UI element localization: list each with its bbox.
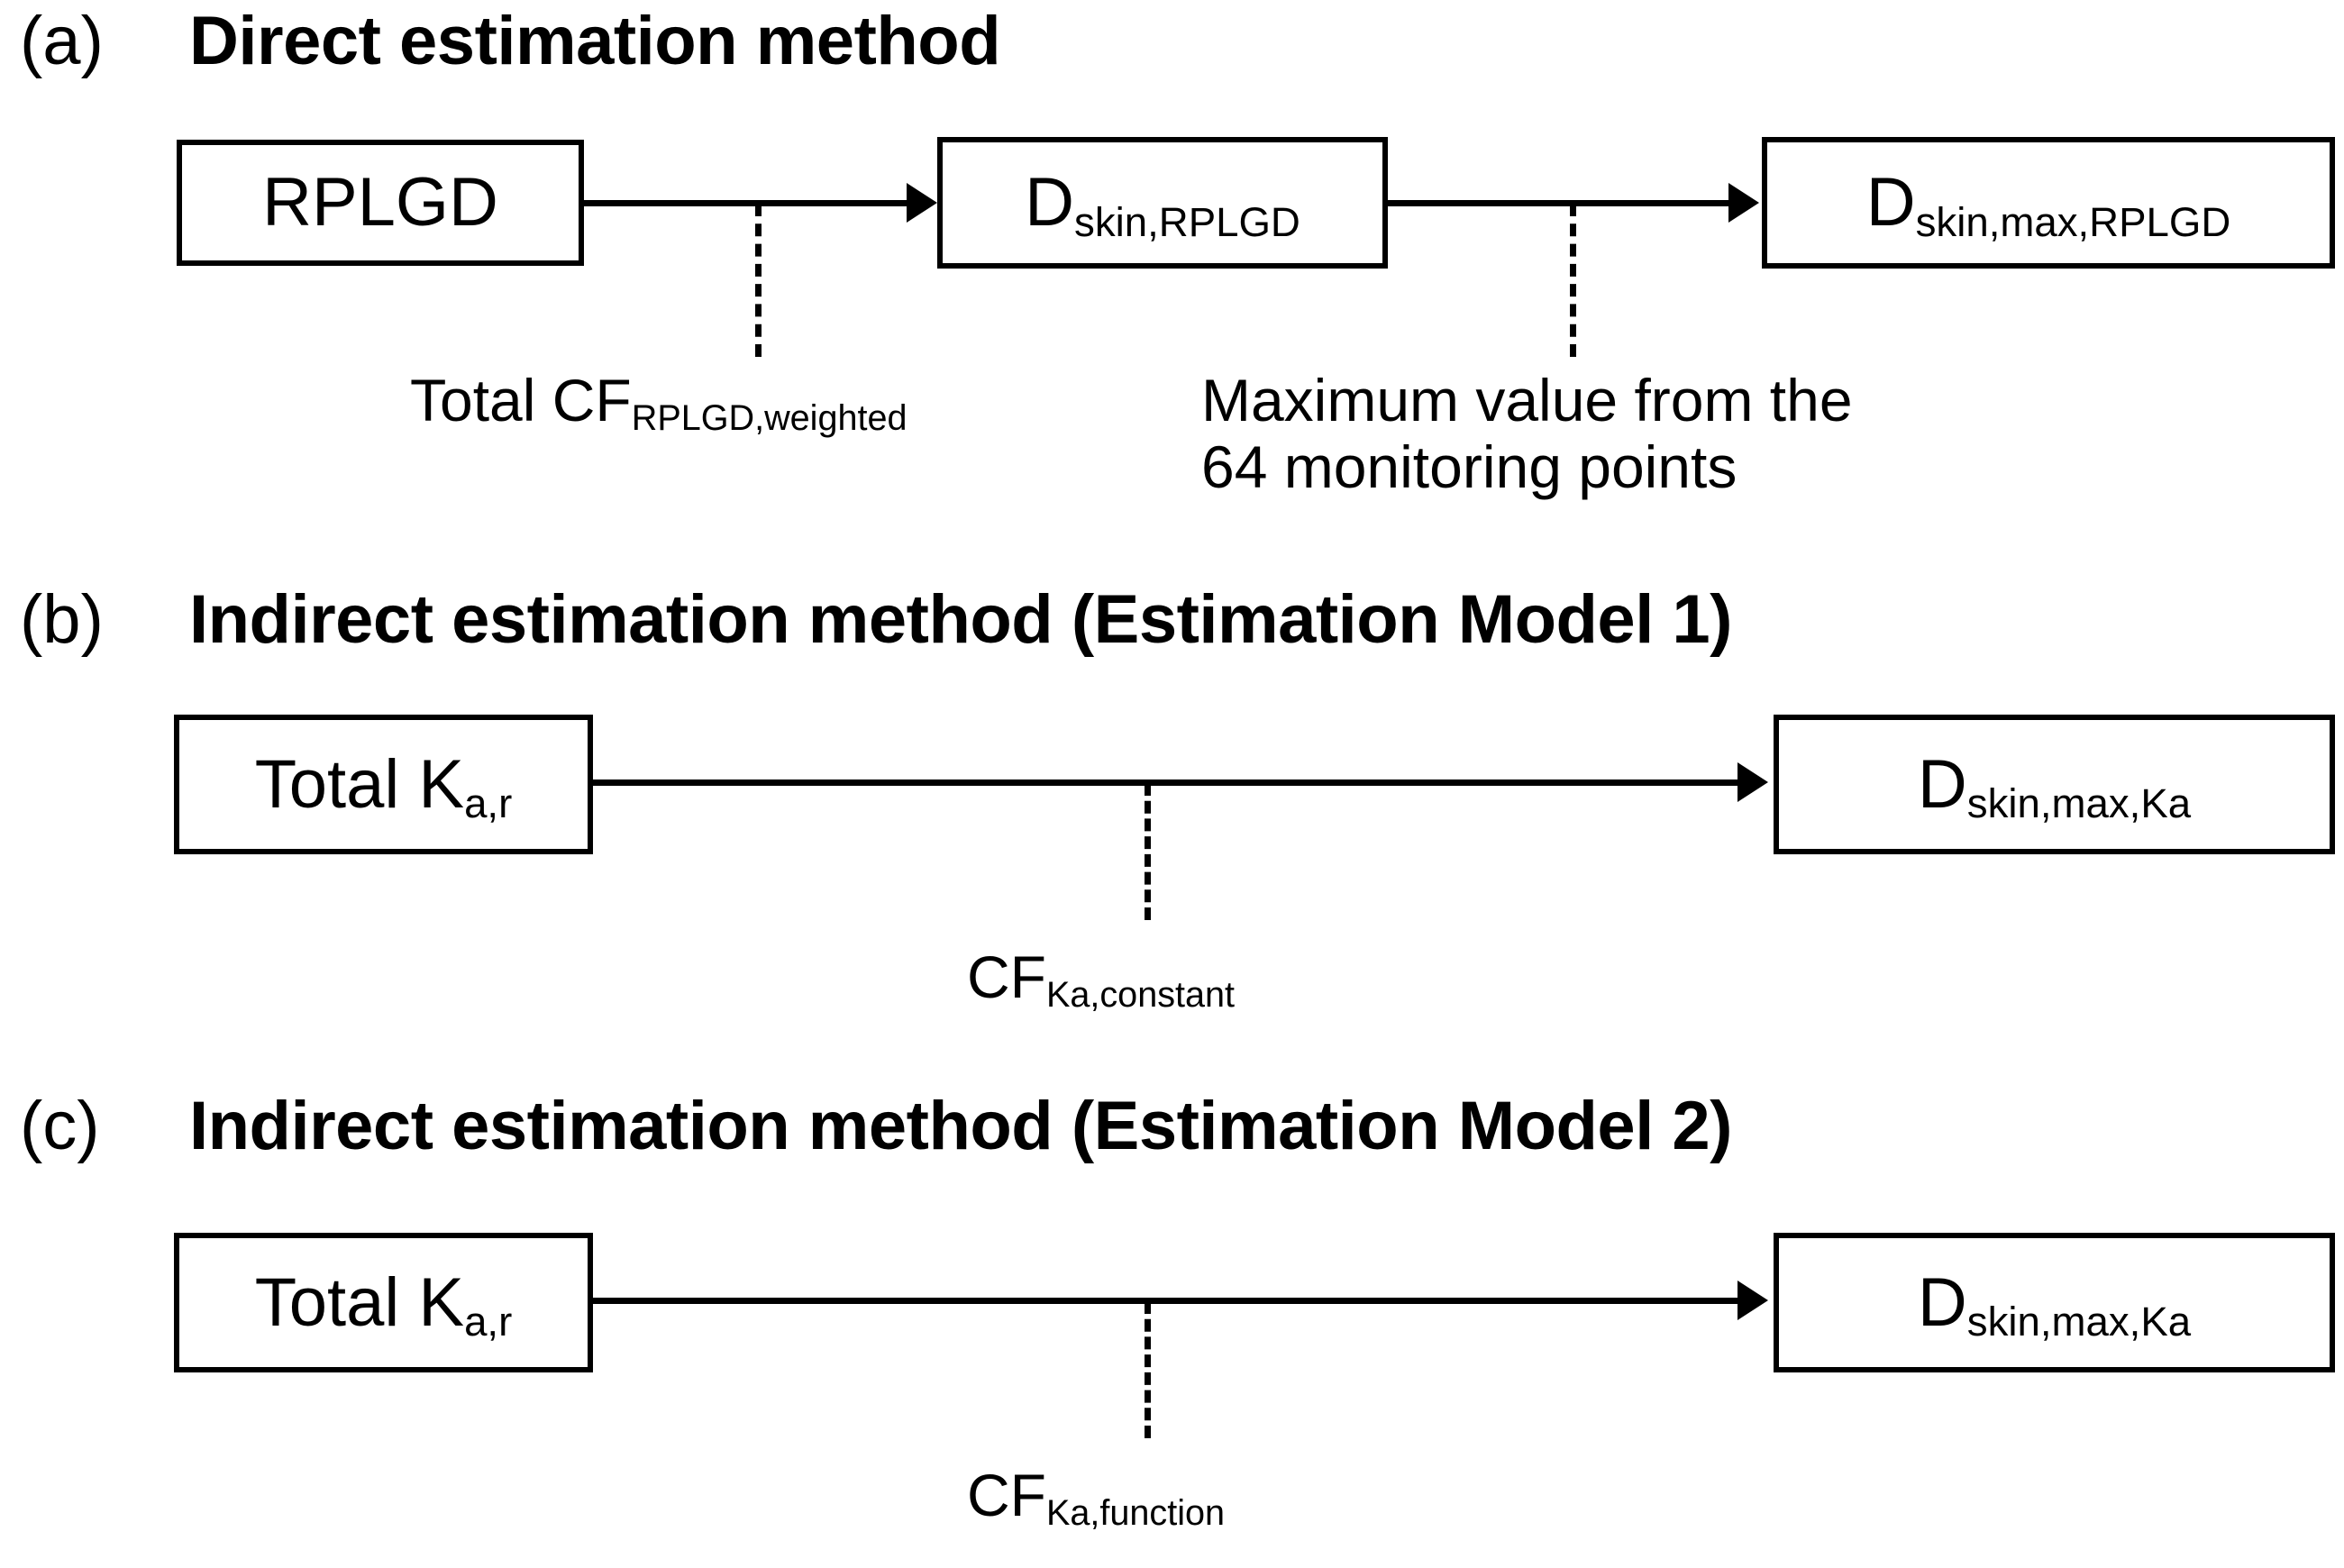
cf-ka-function-annotation: CFKa,function <box>967 1462 1226 1534</box>
panel-label-a: (a) <box>20 3 104 79</box>
dskin-max-rplgd-box: Dskin,max,RPLGD <box>1762 137 2335 269</box>
dskin-max-ka-box-b: Dskin,max,Ka <box>1774 715 2335 854</box>
panel-label-c: (c) <box>20 1088 100 1164</box>
connector-totalka-to-dskinmax-b <box>593 779 1739 786</box>
connector-rplgd-to-dskin <box>584 200 926 206</box>
total-ka-r-box-label: Total Ka,r <box>254 1263 513 1345</box>
max-value-annotation: Maximum value from the 64 monitoring poi… <box>1201 367 2102 501</box>
panel-title-b: Indirect estimation method (Estimation M… <box>189 581 1733 658</box>
arrowhead-icon <box>1737 1281 1768 1320</box>
dashed-tick-cf-function <box>1145 1301 1151 1438</box>
dashed-tick-max-value <box>1570 204 1576 357</box>
arrowhead-icon <box>1737 762 1768 802</box>
arrowhead-icon <box>1728 183 1759 223</box>
dskin-max-ka-box-label: Dskin,max,Ka <box>1917 1263 2192 1345</box>
dashed-tick-total-cf <box>755 204 762 357</box>
dskin-rplgd-box-label: Dskin,RPLGD <box>1025 164 1300 245</box>
dashed-tick-cf-constant <box>1145 783 1151 920</box>
total-cf-weighted-annotation: Total CFRPLGD,weighted <box>410 367 908 439</box>
connector-totalka-to-dskinmax-c <box>593 1298 1739 1304</box>
dskin-max-ka-box-c: Dskin,max,Ka <box>1774 1233 2335 1372</box>
total-ka-r-box-label: Total Ka,r <box>254 745 513 827</box>
rplgd-box: RPLGD <box>177 140 584 266</box>
connector-dskin-to-dskinmax <box>1388 200 1730 206</box>
max-value-annotation-line-1: Maximum value from the <box>1201 367 1853 433</box>
panel-title-a: Direct estimation method <box>189 3 1001 79</box>
rplgd-box-label: RPLGD <box>262 164 498 241</box>
arrowhead-icon <box>907 183 937 223</box>
dskin-rplgd-box: Dskin,RPLGD <box>937 137 1388 269</box>
total-ka-r-box-b: Total Ka,r <box>174 715 593 854</box>
cf-ka-constant-annotation: CFKa,constant <box>967 944 1236 1016</box>
panel-title-c: Indirect estimation method (Estimation M… <box>189 1088 1733 1164</box>
dskin-max-rplgd-box-label: Dskin,max,RPLGD <box>1865 164 2231 245</box>
dskin-max-ka-box-label: Dskin,max,Ka <box>1917 745 2192 827</box>
total-ka-r-box-c: Total Ka,r <box>174 1233 593 1372</box>
panel-label-b: (b) <box>20 581 104 658</box>
max-value-annotation-line-2: 64 monitoring points <box>1201 433 1737 500</box>
